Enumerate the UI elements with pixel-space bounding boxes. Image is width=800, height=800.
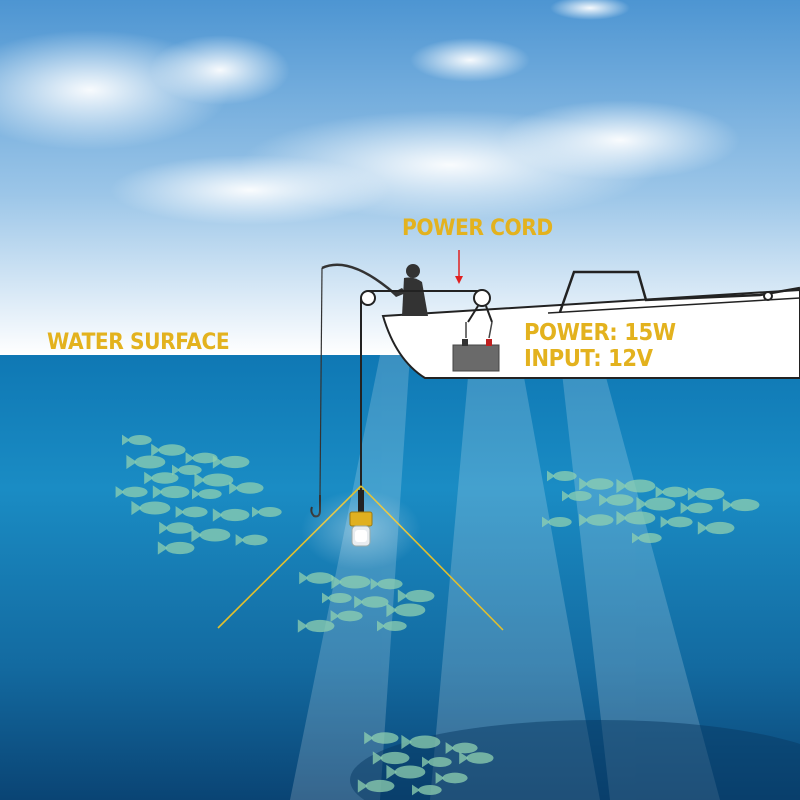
fish-icon: [370, 578, 403, 590]
fish-icon: [412, 784, 442, 796]
fishing-rod: [319, 263, 396, 496]
fish-icon: [299, 571, 334, 585]
fish-icon: [185, 452, 218, 464]
fish-icon: [636, 496, 676, 512]
fish-icon: [687, 487, 725, 501]
fish-icon: [542, 516, 572, 528]
input-spec-label: INPUT: 12V: [524, 346, 653, 372]
fish-icon: [151, 443, 186, 457]
fish-icon: [235, 534, 268, 546]
clouds: [0, 0, 740, 225]
fish-icon: [579, 513, 614, 527]
battery-icon: [452, 321, 500, 372]
fish-icon: [297, 619, 335, 633]
fish-icon: [377, 620, 407, 632]
fish-icon: [386, 764, 426, 780]
fish-icon: [212, 455, 250, 469]
fish-icon: [229, 481, 264, 495]
fish-icon: [131, 500, 171, 516]
fish-icon: [616, 510, 656, 526]
fish-icon: [252, 506, 282, 518]
fish-icon: [126, 454, 166, 470]
fish-icon: [354, 595, 389, 609]
water-surface-label: WATER SURFACE: [47, 330, 230, 355]
fish-icon: [115, 486, 148, 498]
fish-icon: [422, 756, 452, 768]
fish-icon: [616, 478, 656, 494]
fish-icon: [445, 742, 478, 754]
fish-icon: [386, 602, 426, 618]
fish-icon: [372, 751, 410, 765]
fish-icon: [159, 521, 194, 535]
fish-icon: [322, 592, 352, 604]
fish-icon: [680, 502, 713, 514]
fish-icon: [401, 734, 441, 750]
fish-icon: [330, 610, 363, 622]
fish-icon: [655, 486, 688, 498]
fish-icon: [562, 490, 592, 502]
fish-icon: [192, 488, 222, 500]
fish-icon: [122, 434, 152, 446]
fish-icon: [697, 521, 735, 535]
fish-icon: [157, 541, 195, 555]
fish-icon: [194, 472, 234, 488]
fish-icon: [152, 485, 190, 499]
fish-icon: [722, 498, 760, 512]
underwater-light-icon: [349, 490, 373, 547]
fish-icon: [144, 471, 179, 485]
fish-icon: [459, 751, 494, 765]
fish-icon: [632, 532, 662, 544]
fish-icon: [599, 493, 634, 507]
fish-icon: [547, 470, 577, 482]
power-cord-arrow: [455, 250, 463, 284]
fish-icon: [397, 589, 435, 603]
fish-schools: [115, 434, 760, 796]
fish-icon: [191, 527, 231, 543]
fish-icon: [660, 516, 693, 528]
fish-icon: [212, 508, 250, 522]
fish-icon: [435, 772, 468, 784]
power-cord-label: POWER CORD: [402, 216, 553, 241]
fish-icon: [357, 779, 395, 793]
fish-icon: [172, 464, 202, 476]
fish-icon: [331, 574, 371, 590]
fish-icon: [579, 477, 614, 491]
power-spec-label: POWER: 15W: [524, 320, 676, 346]
fish-icon: [175, 506, 208, 518]
fish-icon: [364, 731, 399, 745]
power-cord: [360, 289, 493, 490]
